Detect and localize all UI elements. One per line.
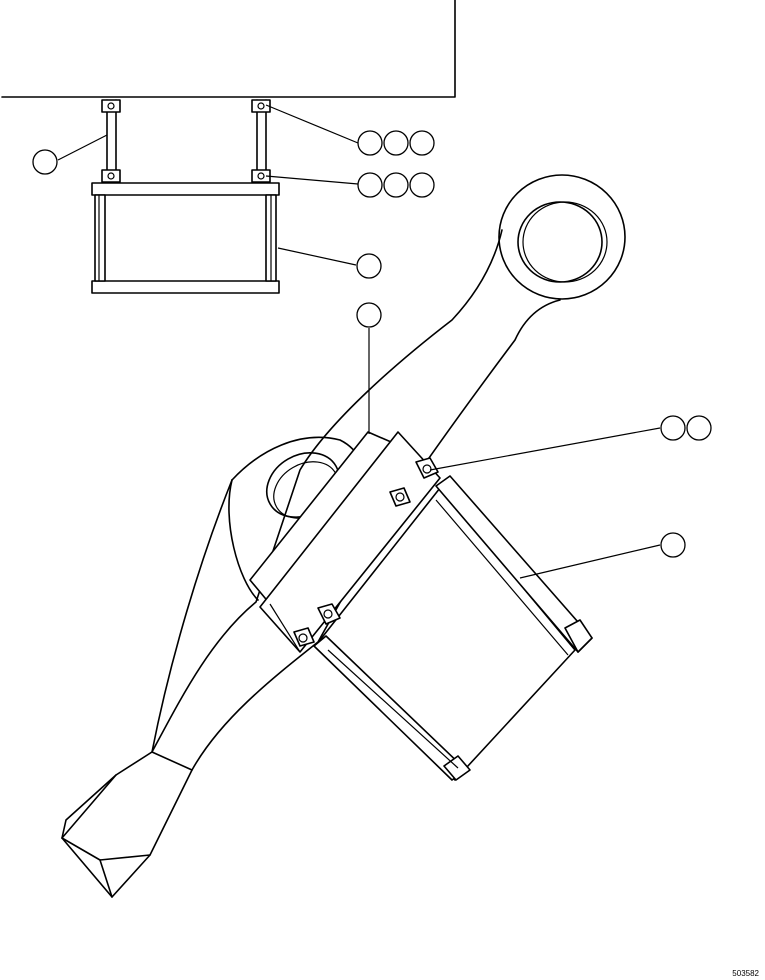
- callout-balloon: [383, 130, 409, 156]
- callout-balloon: [356, 302, 382, 328]
- clamp-fasteners: [293, 457, 439, 647]
- mounting-bolts: [101, 99, 271, 184]
- callout-balloon: [660, 532, 686, 558]
- callout-balloon: [356, 253, 382, 279]
- callout-balloon: [383, 172, 409, 198]
- lever-arm: [61, 174, 626, 898]
- callout-balloon: [357, 130, 383, 156]
- clamp-plate: [249, 431, 441, 653]
- attached-bracket-assembly: [313, 475, 593, 781]
- callout-balloons: [32, 130, 712, 558]
- callout-balloon: [660, 415, 686, 441]
- drawing-code-label: 503582: [732, 969, 759, 978]
- callout-balloon: [32, 149, 58, 175]
- frame-housing: [1, 0, 456, 98]
- exploded-bracket-assembly: [91, 182, 280, 294]
- leader-lines: [57, 104, 661, 579]
- callout-balloon: [686, 415, 712, 441]
- callout-balloon: [357, 172, 383, 198]
- callout-balloon: [409, 172, 435, 198]
- callout-balloon: [409, 130, 435, 156]
